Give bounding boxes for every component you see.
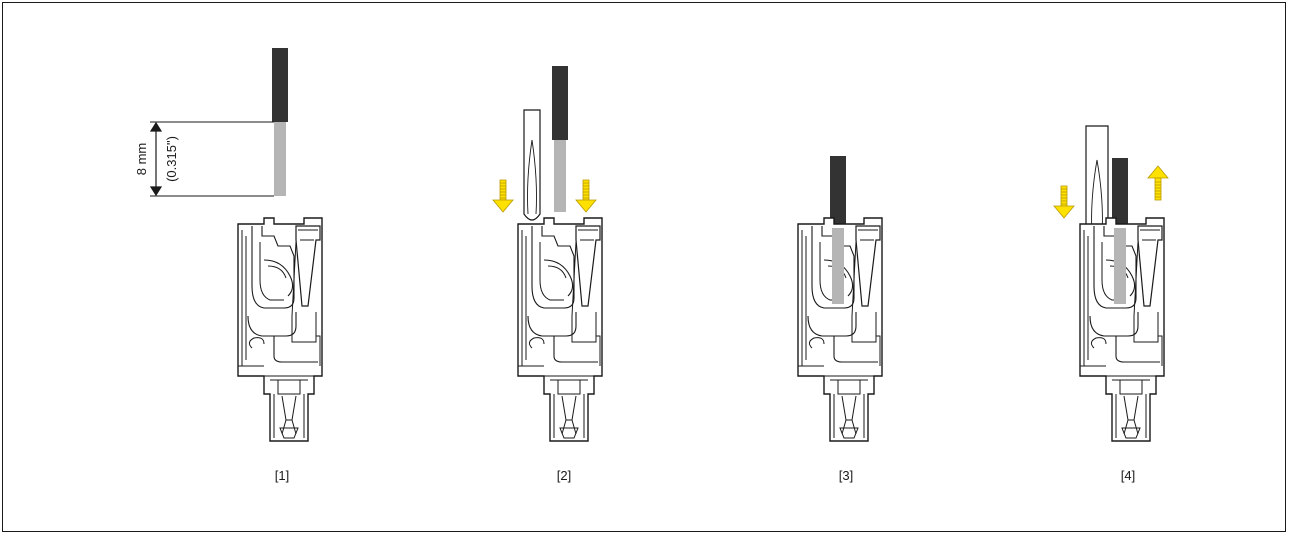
screwdriver-icon [523,109,541,221]
wire-insulation [1112,158,1128,230]
wire-conductor [554,140,566,212]
wire-conductor [832,228,844,304]
remove-arrow-icon [1147,165,1169,201]
step-2-group [492,66,603,442]
step-label-4: [4] [1120,468,1136,483]
dimension-arrow-icon [149,121,163,197]
insert-arrow-icon [492,179,514,213]
wire-insulation [830,156,846,230]
insert-arrow-icon [575,179,597,213]
step-label-1: [1] [274,468,290,483]
dimension-extension-lines [150,121,274,197]
wire-insulation [272,48,288,122]
step-label-2: [2] [556,468,572,483]
dimension-metric: 8 mm [134,143,149,176]
step-3-group [797,156,883,442]
step-1-group: 8 mm (0.315") [134,48,323,442]
step-label-3: [3] [838,468,854,483]
wire-insulation [552,66,568,140]
connector-housing-icon [237,217,323,442]
dimension-imperial: (0.315") [164,136,179,182]
wire-conductor [1114,228,1126,304]
wire-conductor [274,122,286,196]
insert-arrow-icon [1053,185,1075,219]
connector-housing-icon [517,217,603,442]
step-4-group [1053,125,1169,442]
